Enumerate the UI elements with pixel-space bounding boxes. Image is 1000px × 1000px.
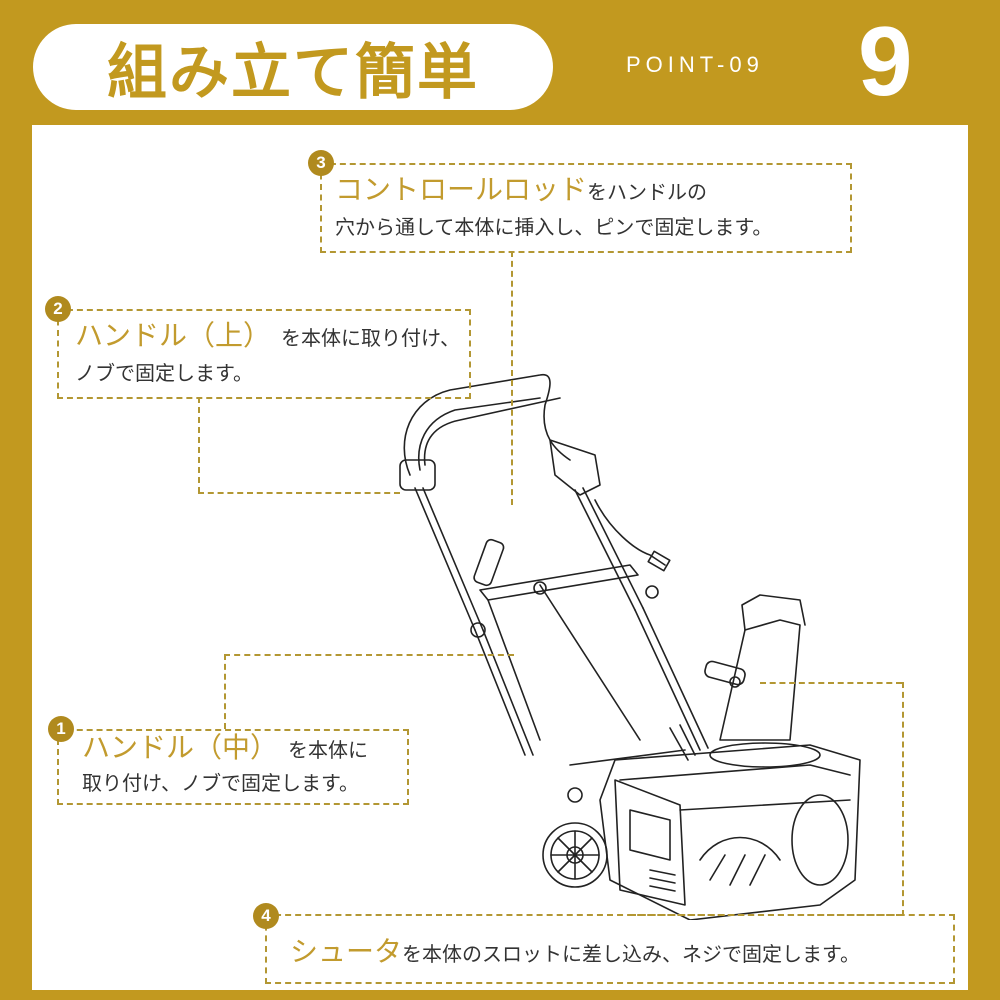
point-number: 9 [858,6,913,116]
step-1-line-1: ハンドル（中） を本体に [82,726,368,769]
connector-line-step-2-horizontal [198,492,400,494]
step-4-highlight: シュータ [290,935,403,968]
step-3-highlight: コントロールロッド [335,173,588,206]
callout-box-step-4 [265,914,955,984]
callout-box-step-1 [57,729,409,805]
step-2-line-1: ハンドル（上） を本体に取り付け、 [75,314,460,357]
step-3-line-1: コントロールロッドをハンドルの [335,168,707,211]
step-1-highlight: ハンドル（中） [82,731,279,764]
step-4-line-1: シュータを本体のスロットに差し込み、ネジで固定します。 [290,930,860,973]
step-badge-3: 3 [308,150,334,176]
connector-line-step-4-horizontal [760,682,902,684]
point-label: POINT-09 [626,52,764,77]
step-badge-1: 1 [48,716,74,742]
connector-line-step-3 [511,251,513,505]
step-badge-2: 2 [45,296,71,322]
step-badge-4: 4 [253,903,279,929]
connector-line-step-1-vertical [224,654,226,729]
step-2-line-2: ノブで固定します。 [75,361,253,385]
step-4-line-1-rest: を本体のスロットに差し込み、ネジで固定します。 [402,942,861,966]
page-title: 組み立て簡単 [107,37,479,108]
step-1-line-1-rest: を本体に [288,738,369,762]
callout-box-step-3 [320,163,852,253]
title-pill: 組み立て簡単 [33,24,553,110]
callout-box-step-2 [57,309,471,399]
snow-blower-illustration [399,374,861,920]
connector-line-step-1-horizontal [224,654,514,656]
step-1-line-2: 取り付け、ノブで固定します。 [82,771,359,795]
connector-line-step-2-vertical [198,397,200,493]
step-2-line-1-rest: を本体に取り付け、 [281,326,461,350]
step-3-line-1-rest: をハンドルの [587,180,708,204]
step-2-highlight: ハンドル（上） [75,319,272,352]
connector-line-step-4-vertical [902,682,904,916]
step-3-line-2: 穴から通して本体に挿入し、ピンで固定します。 [335,215,773,239]
